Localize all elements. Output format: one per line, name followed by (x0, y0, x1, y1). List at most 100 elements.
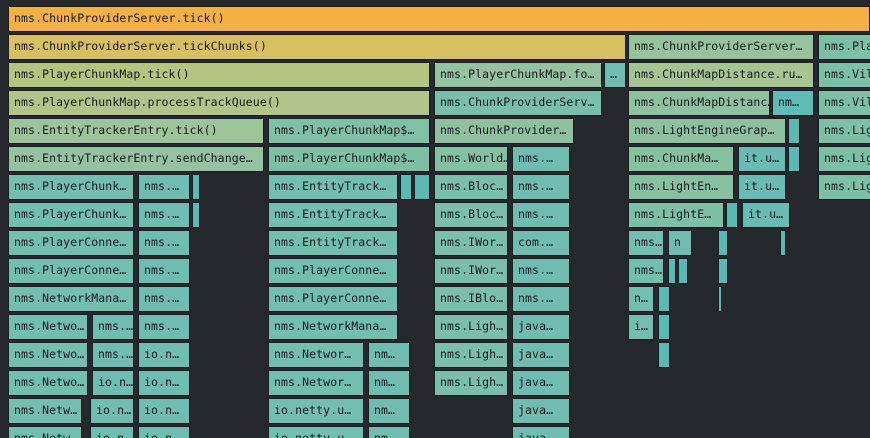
flame-frame[interactable] (414, 174, 430, 200)
flame-frame[interactable]: nms.Netwo… (8, 370, 88, 396)
flame-frame[interactable]: nms.… (512, 174, 570, 200)
flame-frame[interactable]: nms.Networ… (268, 342, 364, 368)
flame-frame[interactable]: it.u… (738, 174, 786, 200)
flame-frame[interactable]: nms.Ligh… (434, 370, 508, 396)
flame-frame[interactable]: nms.PlayerChunk… (8, 202, 134, 228)
flame-frame[interactable]: java… (512, 342, 570, 368)
flame-frame[interactable]: nms.PlayerConne… (8, 258, 134, 284)
flame-frame[interactable]: nms.… (512, 146, 570, 172)
flame-frame[interactable]: nms.EntityTrack… (268, 174, 398, 200)
flame-frame[interactable]: java… (512, 370, 570, 396)
flame-frame[interactable]: nms.… (138, 230, 190, 256)
flame-frame[interactable] (788, 118, 800, 144)
flame-frame[interactable]: nms.… (138, 314, 190, 340)
flame-frame[interactable]: nms.LightE… (628, 202, 724, 228)
flame-frame[interactable]: nms.… (138, 202, 190, 228)
flame-frame[interactable]: io.n… (90, 398, 134, 424)
flame-frame[interactable] (658, 286, 670, 312)
flame-frame[interactable]: nms.ChunkProviderServer.tickChunks() (8, 34, 626, 60)
flame-frame[interactable]: nms.ChunkProvider… (434, 118, 574, 144)
flame-frame[interactable]: nms.Bloc… (434, 202, 508, 228)
flame-frame[interactable]: nms.ChunkMapDistanc… (628, 90, 770, 116)
flame-frame[interactable]: nms.ChunkMapDistance.ru… (628, 62, 814, 88)
flame-frame[interactable]: nms.World… (434, 146, 508, 172)
flame-frame[interactable] (678, 258, 688, 284)
flame-frame[interactable]: nms.ChunkProviderServer… (628, 34, 814, 60)
flame-frame[interactable]: nms.EntityTrack… (268, 202, 398, 228)
flame-frame[interactable]: io.netty.u… (268, 426, 364, 438)
flame-frame[interactable]: nms.Netw… (8, 426, 82, 438)
flame-frame[interactable]: nms.IWor… (434, 258, 508, 284)
flame-frame[interactable]: nms.Vill (818, 62, 870, 88)
flame-frame[interactable]: nms.PlayerChunkMap.fo… (434, 62, 602, 88)
flame-frame[interactable]: nms.… (138, 286, 190, 312)
flame-frame[interactable]: nms.PlayerConne… (268, 286, 398, 312)
flame-frame[interactable]: nms.IBlo… (434, 286, 508, 312)
flame-frame[interactable]: nm… (368, 398, 410, 424)
flame-frame[interactable] (718, 258, 728, 284)
flame-frame[interactable]: nms.Bloc… (434, 174, 508, 200)
flame-frame[interactable]: io.n… (138, 370, 190, 396)
flame-frame[interactable]: nms.NetworkMana… (268, 314, 398, 340)
flame-frame[interactable]: nms.… (512, 258, 570, 284)
flame-frame[interactable] (726, 202, 738, 228)
flame-frame[interactable] (192, 202, 200, 228)
flame-frame[interactable] (718, 230, 728, 256)
flame-frame[interactable]: nms.PlayerChunkMap.processTrackQueue() (8, 90, 430, 116)
flame-frame[interactable]: nms.PlayerConne… (268, 258, 398, 284)
flame-frame[interactable]: nm… (772, 90, 814, 116)
flame-frame[interactable]: io.n… (90, 426, 134, 438)
flame-frame[interactable]: nms.Ligh… (434, 342, 508, 368)
flame-frame[interactable]: nms.EntityTrackerEntry.sendChange… (8, 146, 264, 172)
flame-frame[interactable]: nms… (628, 258, 664, 284)
flame-frame[interactable]: nms.Vill (818, 90, 870, 116)
flame-frame[interactable]: nms.LightEngineGrap… (628, 118, 786, 144)
flame-frame[interactable] (658, 342, 670, 368)
flame-frame[interactable]: nms.… (92, 314, 134, 340)
flame-frame[interactable]: nm… (368, 342, 410, 368)
flame-frame[interactable]: nms.PlayerConne… (8, 230, 134, 256)
flame-frame[interactable]: nms.… (512, 202, 570, 228)
flame-frame[interactable] (780, 230, 786, 256)
flame-frame[interactable]: nms.EntityTrack… (268, 230, 398, 256)
flame-frame[interactable]: nms.ChunkMa… (628, 146, 734, 172)
flame-frame[interactable]: nms.PlayerChunkMap$… (268, 146, 430, 172)
flame-frame[interactable] (788, 146, 800, 172)
flame-frame[interactable]: nms.PlayerChunkMap$… (268, 118, 430, 144)
flame-frame[interactable]: io.netty.u… (268, 398, 364, 424)
flame-frame[interactable]: java… (512, 314, 570, 340)
flame-frame[interactable]: n… (628, 286, 654, 312)
flame-frame[interactable] (718, 286, 722, 312)
flame-frame[interactable] (192, 174, 200, 200)
flame-frame[interactable]: io.n… (138, 398, 190, 424)
flame-frame[interactable]: nms.Netwo… (8, 314, 88, 340)
flame-frame[interactable]: n (668, 230, 692, 256)
flame-frame[interactable]: nms.Netw… (8, 398, 82, 424)
flame-frame[interactable]: i… (628, 314, 654, 340)
flame-frame[interactable]: nms.ChunkProviderServ… (434, 90, 602, 116)
flame-frame[interactable] (400, 174, 412, 200)
flame-frame[interactable]: nms.PlayerChunkMap.tick() (8, 62, 430, 88)
flame-frame[interactable]: java… (512, 398, 570, 424)
flame-frame[interactable]: nms… (628, 230, 664, 256)
flame-frame[interactable]: nms.… (138, 258, 190, 284)
flame-frame[interactable]: io.n… (92, 370, 134, 396)
flame-frame[interactable]: java… (512, 426, 570, 438)
flame-frame[interactable] (658, 314, 670, 340)
flame-frame[interactable]: nms.… (512, 286, 570, 312)
flame-frame[interactable]: nm… (368, 426, 410, 438)
flame-frame[interactable]: nms.… (92, 342, 134, 368)
flame-frame[interactable]: nm… (368, 370, 410, 396)
flame-frame[interactable]: nms.IWor… (434, 230, 508, 256)
flame-frame[interactable]: nms.PlayerChunk… (8, 174, 134, 200)
flame-frame[interactable]: io.n… (138, 426, 190, 438)
flame-frame[interactable]: it.u… (742, 202, 790, 228)
flame-frame[interactable]: nms.Netwo… (8, 342, 88, 368)
flame-frame[interactable]: io.n… (138, 342, 190, 368)
flame-frame[interactable]: com.… (512, 230, 570, 256)
flame-frame[interactable]: nms.LightEn… (628, 174, 734, 200)
flame-frame[interactable]: … (604, 62, 626, 88)
flame-frame[interactable]: nms.Ligh… (434, 314, 508, 340)
flame-frame[interactable]: nms.… (138, 174, 190, 200)
